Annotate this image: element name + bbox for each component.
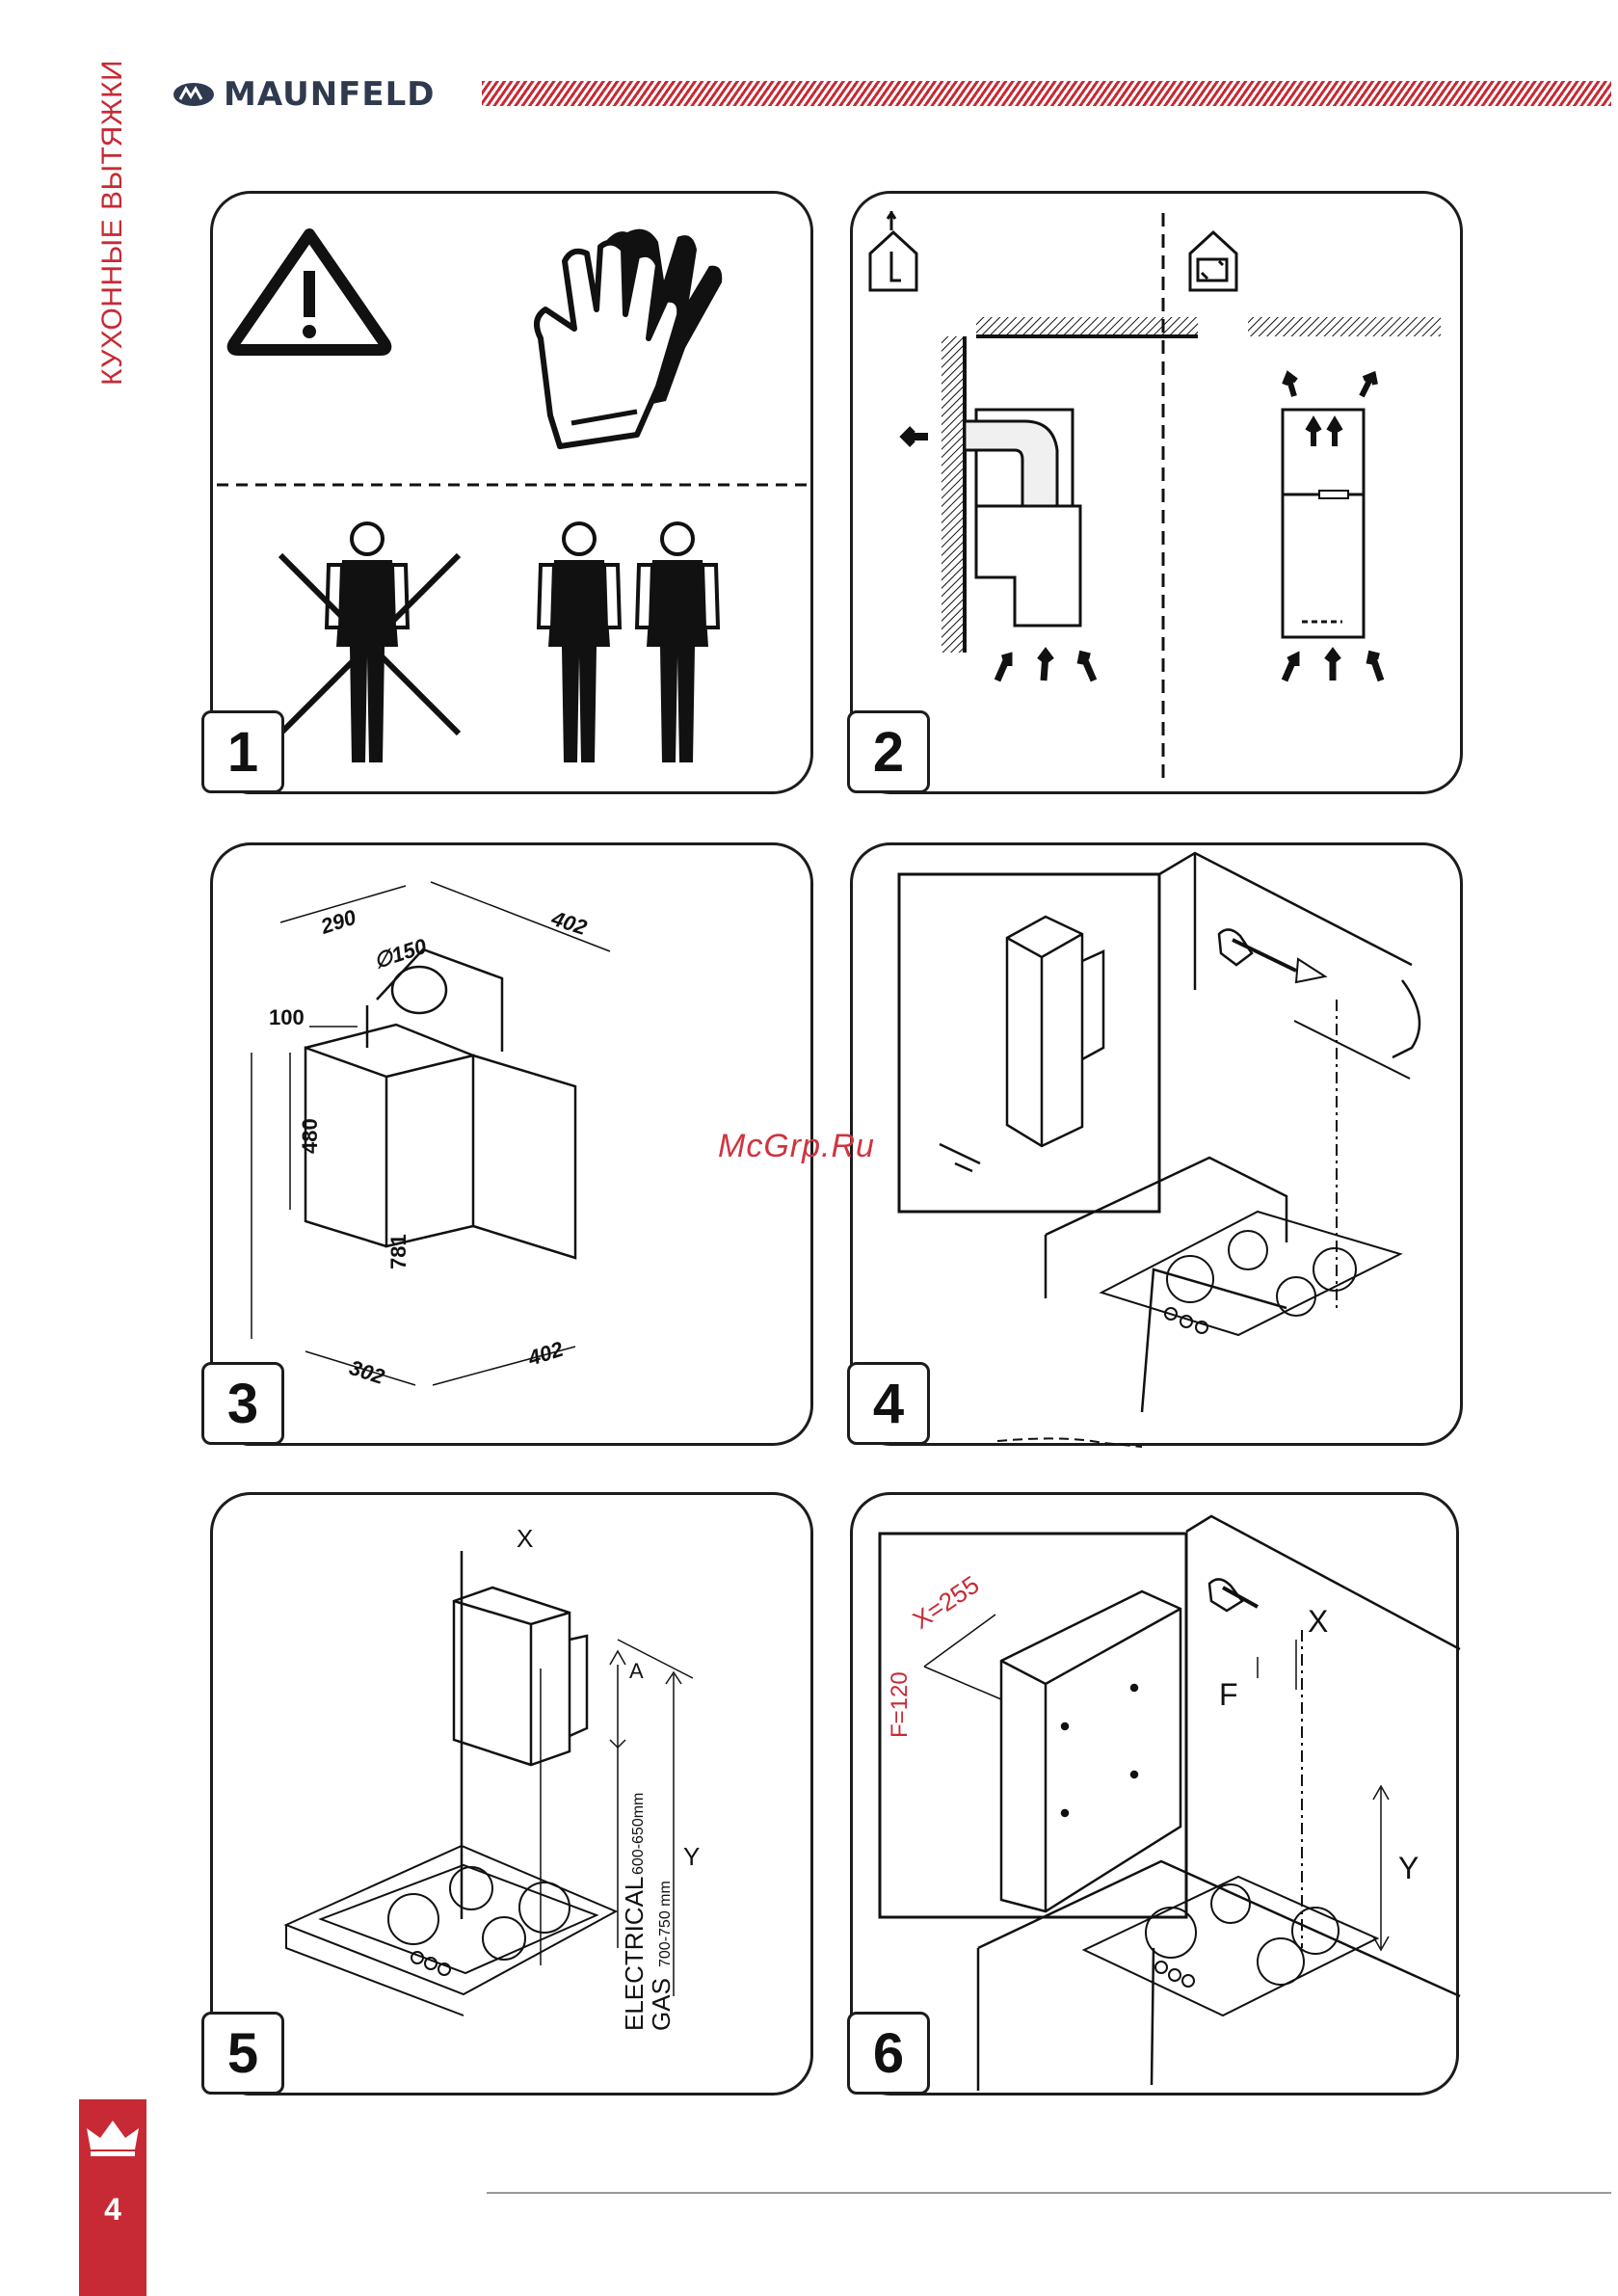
watermark: McGrp.Ru	[718, 1128, 875, 1165]
figure-4-number: 4	[847, 1362, 930, 1445]
house-exhaust-icon	[870, 211, 916, 290]
figure-2-illustration	[853, 194, 1466, 797]
brand-name: MAUNFELD	[224, 75, 436, 114]
figure-2-panel: 2	[850, 191, 1463, 794]
figure-6-number: 6	[847, 2012, 930, 2095]
label-f: F	[1219, 1677, 1238, 1712]
label-y: Y	[683, 1842, 700, 1871]
hood-body	[305, 949, 575, 1258]
figure-5-panel: X A Y ELECTRICAL 600-650mm GAS 700-750 m…	[210, 1492, 813, 2096]
figure-4-panel: 4	[850, 842, 1463, 1446]
label-electrical: ELECTRICAL	[620, 1877, 649, 2031]
figure-4-illustration	[853, 845, 1466, 1449]
dim-302: 302	[346, 1355, 387, 1389]
gloves-icon	[537, 229, 722, 446]
label-f-120: F=120	[887, 1671, 913, 1738]
pencil-hand-icon	[1219, 929, 1325, 982]
brand-mark-icon	[172, 80, 216, 109]
page-tab: 4	[79, 2099, 146, 2296]
label-x: X	[517, 1524, 533, 1553]
cooktop	[1101, 1212, 1400, 1335]
dim-781: 781	[386, 1234, 411, 1269]
figure-6-panel: X=255 F=120 X F Y 6	[850, 1492, 1459, 2096]
header-stripe	[482, 81, 1611, 106]
label-gas: GAS	[647, 1978, 676, 2031]
recirculation-mode-diagram	[1248, 317, 1441, 681]
dim-402-top: 402	[548, 906, 591, 941]
page-number: 4	[79, 2192, 146, 2228]
figure-2-number: 2	[847, 710, 930, 793]
label-a: A	[629, 1659, 644, 1683]
label-x: X	[1308, 1604, 1328, 1639]
figure-1-number: 1	[201, 710, 284, 793]
exhaust-mode-diagram	[905, 317, 1198, 681]
footer-rule	[487, 2192, 1611, 2194]
dim-480: 480	[298, 1118, 322, 1154]
crown-icon	[79, 2107, 146, 2165]
countertop	[286, 1846, 616, 2016]
dim-100: 100	[269, 1005, 305, 1029]
section-label: КУХОННЫЕ ВЫТЯЖКИ	[96, 77, 135, 386]
warning-icon	[233, 234, 386, 350]
figure-5-illustration: X A Y ELECTRICAL 600-650mm GAS 700-750 m…	[213, 1495, 816, 2098]
figure-5-number: 5	[201, 2012, 284, 2095]
brand-logo: MAUNFELD	[172, 75, 436, 114]
hood-cabinet	[454, 1551, 587, 1919]
label-y: Y	[1398, 1851, 1419, 1885]
house-recirculation-icon	[1190, 232, 1236, 290]
figure-1-panel: 1	[210, 191, 813, 794]
dim-402-bottom: 402	[524, 1336, 567, 1371]
two-workers-icon	[539, 523, 718, 762]
label-gas-range: 700-750 mm	[657, 1881, 674, 1967]
figure-3-number: 3	[201, 1362, 284, 1445]
figure-1-illustration	[213, 194, 816, 797]
figure-6-illustration: X=255 F=120 X F Y	[853, 1495, 1462, 2098]
label-electrical-range: 600-650mm	[630, 1793, 647, 1875]
dimension-lines	[1258, 1640, 1389, 1950]
pencil-hand-icon	[1209, 1579, 1258, 1611]
section-label-text: КУХОННЫЕ ВЫТЯЖКИ	[96, 60, 129, 386]
